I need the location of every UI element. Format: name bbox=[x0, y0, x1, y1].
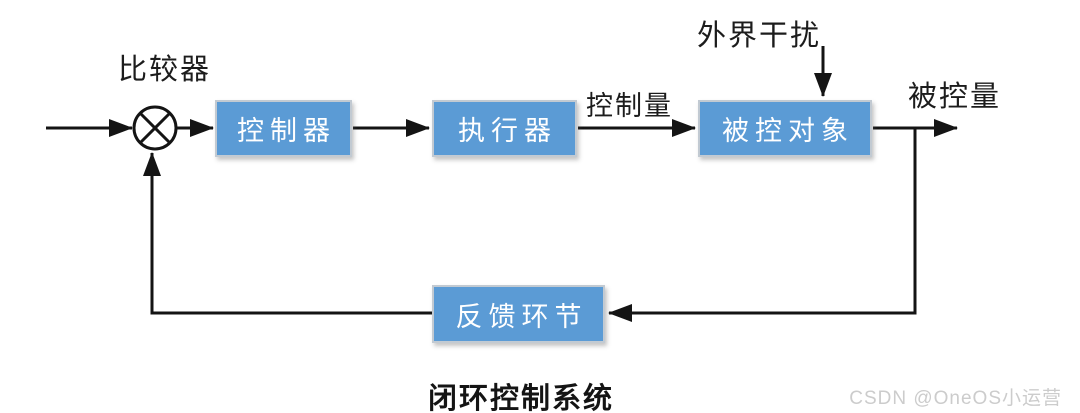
control-quantity-label: 控制量 bbox=[586, 91, 673, 121]
watermark: CSDN @OneOS小运营 bbox=[849, 388, 1062, 409]
plant-node: 被控对象 bbox=[698, 100, 872, 157]
feedback-to-sum-path bbox=[143, 152, 432, 315]
feedback-node: 反馈环节 bbox=[432, 285, 605, 343]
controller-node: 控制器 bbox=[215, 100, 352, 157]
summing-junction-icon bbox=[132, 105, 178, 151]
comparator-label: 比较器 bbox=[118, 54, 212, 86]
feedback-return-path bbox=[608, 128, 917, 322]
diagram-title: 闭环控制系统 bbox=[428, 383, 615, 413]
disturbance-label: 外界干扰 bbox=[697, 20, 822, 52]
summing-junction-cross bbox=[138, 111, 172, 145]
actuator-node: 执行器 bbox=[432, 100, 577, 157]
controlled-quantity-label: 被控量 bbox=[908, 81, 1002, 113]
